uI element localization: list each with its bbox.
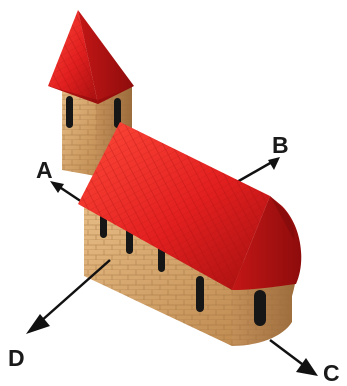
axis-label-d: D — [8, 345, 25, 371]
church-nave — [78, 122, 301, 346]
axis-label-c: C — [323, 360, 340, 386]
axis-label-a: A — [36, 157, 53, 183]
nave-window-4 — [196, 276, 204, 312]
apse-window — [254, 290, 266, 326]
axis-d-line — [40, 260, 110, 322]
axis-c-line — [270, 340, 302, 364]
tower-window-left — [66, 96, 73, 128]
axis-label-b: B — [272, 132, 289, 158]
